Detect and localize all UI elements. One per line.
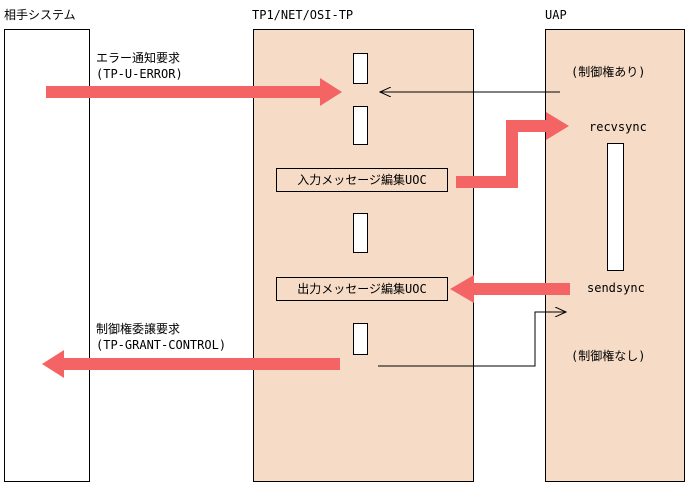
has-control-label: (制御権あり) xyxy=(571,65,646,79)
uap-header: UAP xyxy=(545,8,567,22)
input-uoc-to-recvsync-arrow xyxy=(456,112,569,188)
recvsync-label: recvsync xyxy=(589,120,647,134)
tp1-process-box-1 xyxy=(353,53,368,84)
tp1-process-box-3 xyxy=(353,213,368,253)
tp1-process-box-2 xyxy=(353,106,368,145)
error-request-arrow xyxy=(46,78,342,106)
tp1-process-box-4 xyxy=(353,323,368,355)
output-message-uoc: 出力メッセージ編集UOC xyxy=(276,277,448,301)
tp1-header: TP1/NET/OSI-TP xyxy=(252,8,354,22)
error-request-label: エラー通知要求 xyxy=(96,51,181,65)
partner-system-column xyxy=(4,29,90,482)
no-control-label: (制御権なし) xyxy=(571,349,646,363)
grant-control-arrow xyxy=(42,350,340,378)
sendsync-label: sendsync xyxy=(587,281,645,295)
partner-system-header: 相手システム xyxy=(4,8,76,22)
tp1-column xyxy=(253,29,474,482)
grant-request-code: (TP-GRANT-CONTROL) xyxy=(96,338,227,352)
grant-request-label: 制御権委譲要求 xyxy=(96,322,181,336)
sendsync-to-output-uoc-arrow xyxy=(450,275,570,303)
uap-process-box xyxy=(607,143,624,271)
error-request-code: (TP-U-ERROR) xyxy=(96,67,183,81)
tp1-to-sendsync-thin-arrow xyxy=(378,312,566,367)
input-message-uoc: 入力メッセージ編集UOC xyxy=(276,168,448,192)
